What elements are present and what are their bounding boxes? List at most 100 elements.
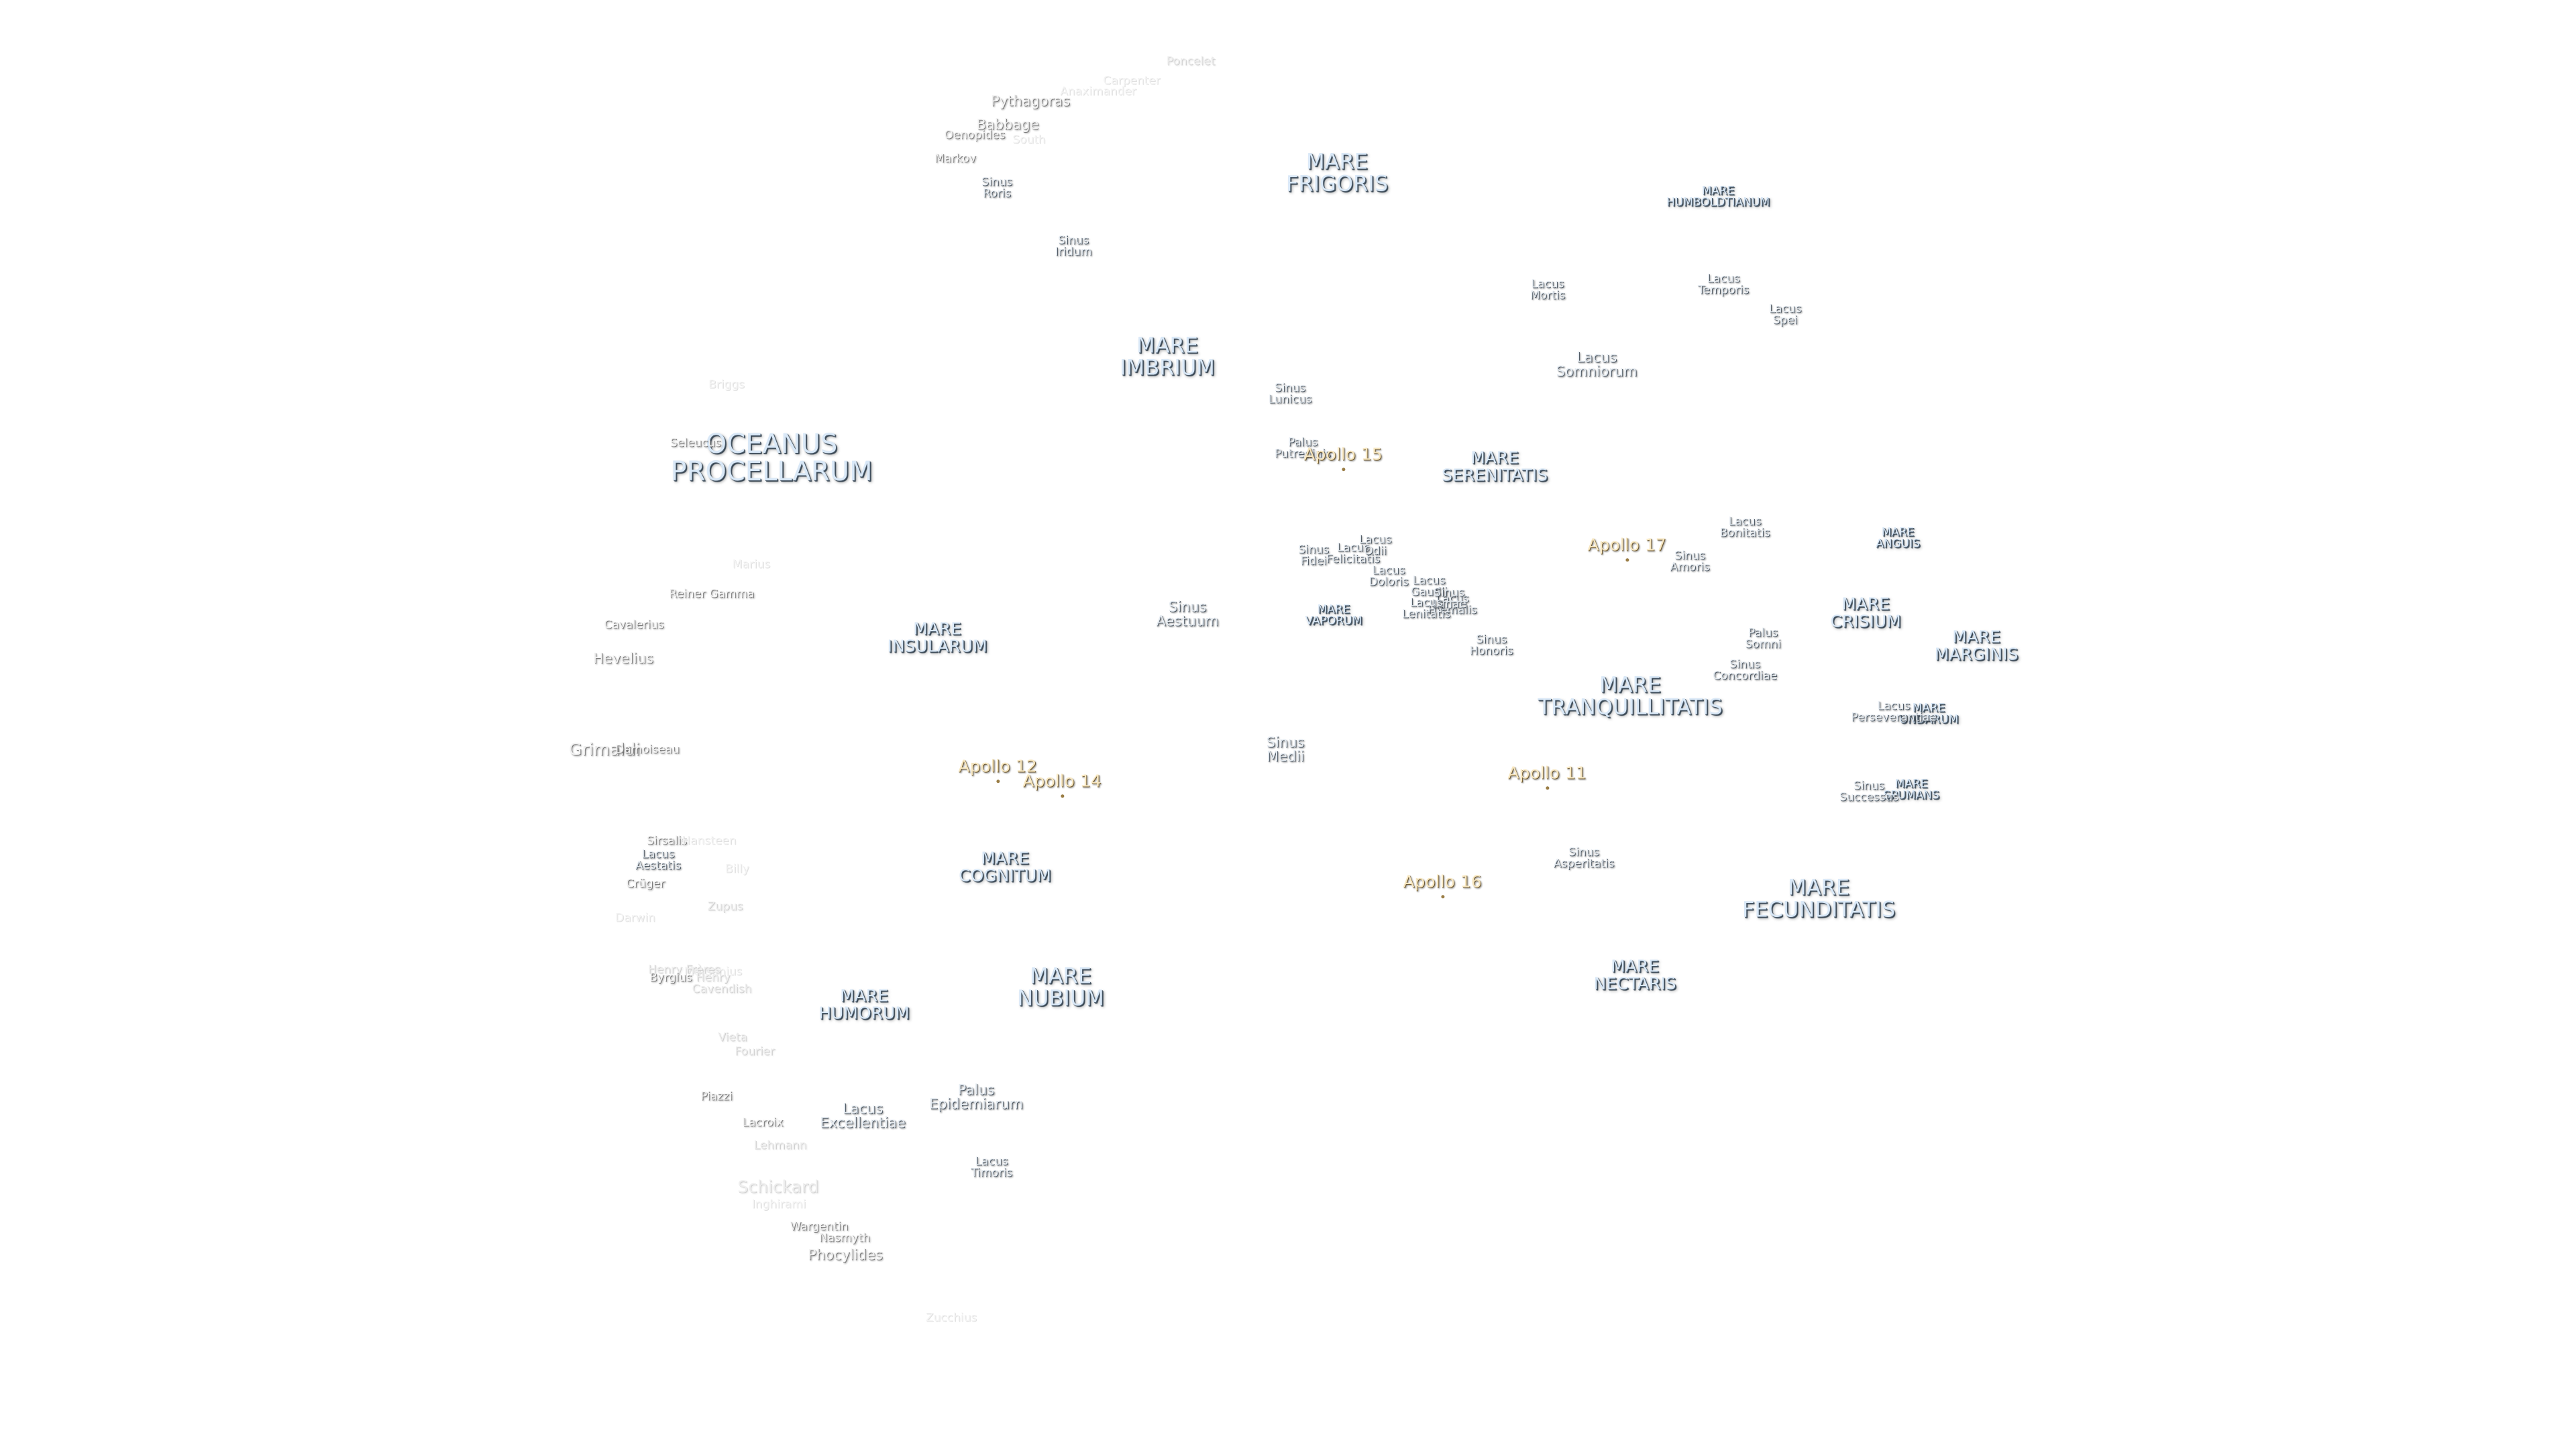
crater-briggs-label: Briggs [708,378,745,392]
crater-wargentin-label: Wargentin [790,1220,849,1234]
mare-tranquillitatis-label: MARE TRANQUILLITATIS [1538,672,1723,719]
palus-epidemiarum-label: Palus Epidemiarum [928,1081,1024,1112]
crater-south-label: South [1012,133,1046,147]
mare-undarum-label: MARE UNDARUM [1898,701,1959,727]
apollo-17-marker[interactable]: Apollo 17 [1587,536,1666,561]
apollo-12-label: Apollo 12 [958,756,1037,776]
crater-darwin-label: Darwin [615,911,655,925]
mare-crisium-label: MARE CRISIUM [1830,594,1901,631]
mare-cognitum-label: MARE COGNITUM [959,848,1051,885]
apollo-17-site-icon [1625,557,1629,561]
mare-frigoris-label: MARE FRIGORIS [1285,148,1389,196]
crater-hansteen-label: Hansteen [682,834,737,848]
crater-hevelius-label: Hevelius [593,650,653,667]
crater-henry-freres-label: Henry Frères [647,963,721,977]
mare-marginis-label: MARE MARGINIS [1934,627,2019,663]
palus-putredinis-label: Palus Putredinis [1274,435,1332,461]
mare-fecunditatis-label: MARE FECUNDITATIS [1741,874,1896,922]
apollo-11-marker[interactable]: Apollo 11 [1507,763,1587,790]
sinus-medii-label: Sinus Medii [1266,734,1305,765]
crater-damoiseau-label: Damoiseau [615,743,680,757]
crater-inghirami-label: Inghirami [751,1197,806,1212]
mare-nubium-label: MARE NUBIUM [1017,963,1104,1010]
crater-carpenter-label: Carpenter [1103,74,1161,88]
crater-cavalerius-label: Cavalerius [604,618,664,632]
apollo-11-label: Apollo 11 [1507,763,1587,783]
lacus-temporis-label: Lacus Temporis [1697,272,1750,297]
mare-vaporum-label: MARE VAPORUM [1305,602,1362,628]
apollo-15-label: Apollo 15 [1303,444,1383,464]
apollo-12-site-icon [996,779,1000,783]
crater-henry-label: Henry [696,971,731,985]
mare-humorum-label: MARE HUMORUM [818,985,910,1022]
lacus-aestatis-label: Lacus Aestatis [635,847,681,873]
lacus-perseverantiae-label: Lacus Perseverantiae [1851,699,1937,724]
crater-markov-label: Markov [934,152,976,166]
crater-vieta-label: Vieta [718,1030,747,1044]
apollo-17-label: Apollo 17 [1587,535,1666,555]
crater-mersenius-label: Mersenius [684,965,743,979]
palus-somni-label: Palus Somni [1745,626,1781,651]
crater-oenopides-label: Oenopides [944,128,1006,142]
apollo-15-marker[interactable]: Apollo 15 [1303,444,1383,471]
lacus-somniorum-label: Lacus Somniorum [1556,349,1638,380]
sinus-roris-label: Sinus Roris [981,175,1012,201]
crater-schickard-label: Schickard [737,1177,819,1197]
sinus-honoris-label: Sinus Honoris [1469,633,1513,658]
lacus-mortis-label: Lacus Mortis [1529,277,1566,303]
sinus-aestuum-label: Sinus Aestuum [1156,598,1219,629]
apollo-14-label: Apollo 14 [1022,771,1102,791]
sinus-concordiae-label: Sinus Concordiae [1713,657,1777,683]
mare-serenitatis-label: MARE SERENITATIS [1442,447,1548,484]
crater-fourier-label: Fourier [735,1044,775,1059]
crater-anaximander-label: Anaximander [1060,85,1136,99]
apollo-12-marker[interactable]: Apollo 12 [958,756,1037,783]
lacus-excellentiae-label: Lacus Excellentiae [820,1100,906,1131]
crater-lehmann-label: Lehmann [753,1138,807,1152]
crater-sirsalis-label: Sirsalis [646,834,688,848]
apollo-16-site-icon [1441,894,1444,898]
sinus-lunicus-label: Sinus Lunicus [1268,381,1312,407]
apollo-16-marker[interactable]: Apollo 16 [1403,871,1482,898]
apollo-14-marker[interactable]: Apollo 14 [1022,771,1102,798]
crater-cavendish-label: Cavendish [692,982,752,996]
mare-insularum-label: MARE INSULARUM [887,619,987,655]
crater-zupus-label: Zupus [707,900,743,914]
crater-babbage-label: Babbage [976,116,1039,133]
sinus-fidei-label: Sinus Fidei [1298,543,1329,568]
lacus-hiemalis-label: Lacus Hiemalis [1428,592,1477,617]
crater-pythagoras-label: Pythagoras [990,93,1071,109]
sinus-successus-label: Sinus Successus [1839,779,1899,804]
mare-humboldtianum-label: MARE HUMBOLDTIANUM [1666,184,1770,209]
oceanus-procellarum-label: OCEANUS PROCELLARUM [670,429,873,487]
lacus-gaudii-label: Lacus Gaudii [1410,574,1448,599]
mare-imbrium-label: MARE IMBRIUM [1120,332,1215,380]
crater-byrgius-label: Byrgius [649,971,692,985]
lacus-odii-label: Lacus Odii [1358,533,1392,558]
sinus-lunae-label: Sinus Lunae [1432,586,1466,611]
crater-cruger-label: Crüger [626,877,665,891]
apollo-14-site-icon [1061,794,1064,798]
sinus-asperitatis-label: Sinus Asperitatis [1553,845,1615,871]
crater-marius-label: Marius [732,557,771,572]
crater-reiner-gamma-label: Reiner Gamma [669,587,755,601]
lacus-spei-label: Lacus Spei [1768,302,1802,327]
crater-nasmyth-label: Nasmyth [818,1231,871,1245]
crater-zucchius-label: Zucchius [925,1311,977,1325]
crater-piazzi-label: Piazzi [700,1089,733,1104]
crater-grimaldi-label: Grimaldi [568,739,641,759]
mare-nectaris-label: MARE NECTARIS [1593,956,1676,993]
crater-poncelet-label: Poncelet [1166,54,1216,68]
crater-phocylides-label: Phocylides [808,1246,883,1263]
sinus-iridum-label: Sinus Iridum [1055,233,1092,259]
lacus-timoris-label: Lacus Timoris [970,1155,1013,1180]
apollo-16-label: Apollo 16 [1403,871,1482,892]
lacus-bonitatis-label: Lacus Bonitatis [1719,515,1770,540]
sinus-amoris-label: Sinus Amoris [1670,549,1710,574]
lacus-lenitatis-label: Lacus Lenitatis [1401,596,1451,621]
apollo-11-site-icon [1546,786,1549,790]
mare-spumans-label: MARE SPUMANS [1883,777,1939,802]
mare-anguis-label: MARE ANGUIS [1876,525,1920,551]
crater-lacroix-label: Lacroix [742,1116,784,1130]
